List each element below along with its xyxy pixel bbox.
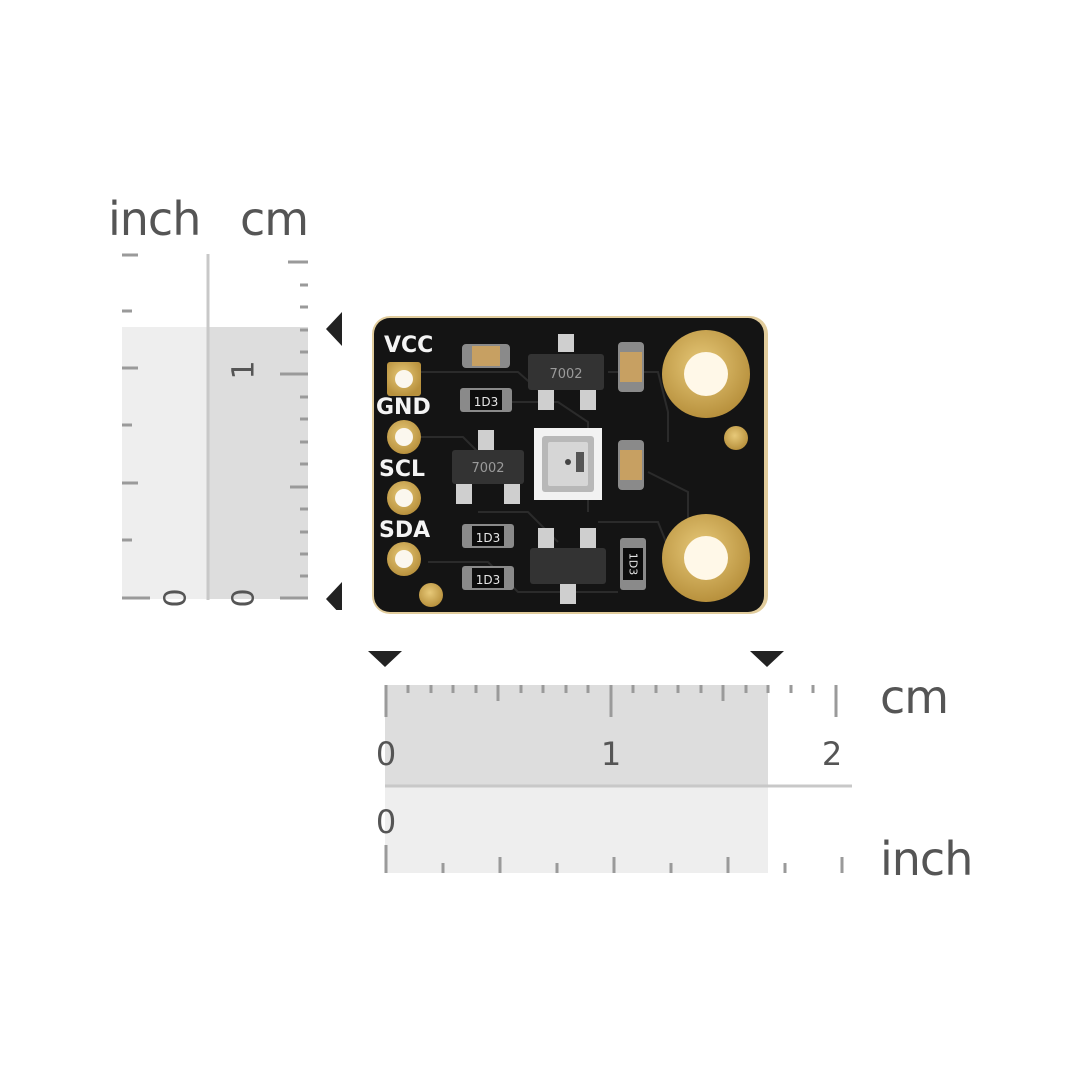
svg-text:7002: 7002 xyxy=(549,367,582,382)
capacitor-top-left xyxy=(462,344,510,368)
vertical-inch-label: inch xyxy=(108,192,201,246)
horizontal-cm-label: cm xyxy=(880,670,949,724)
vertical-bottom-arrow xyxy=(326,582,342,610)
horizontal-right-arrow xyxy=(750,651,784,667)
vertical-cm-shade xyxy=(208,327,308,599)
svg-text:1D3: 1D3 xyxy=(476,531,501,545)
sensor-chip xyxy=(534,428,602,500)
pin-header xyxy=(387,362,421,576)
horizontal-cm-shade xyxy=(385,685,768,785)
vertical-inch-shade xyxy=(122,327,208,599)
svg-text:1D3: 1D3 xyxy=(627,553,640,575)
horizontal-inch-zero: 0 xyxy=(376,803,396,841)
svg-text:1D3: 1D3 xyxy=(474,395,499,409)
horizontal-left-arrow xyxy=(368,651,402,667)
horizontal-cm-tick-0: 0 xyxy=(376,735,396,773)
svg-text:1D3: 1D3 xyxy=(476,573,501,587)
capacitor-top-right xyxy=(618,342,644,392)
horizontal-inch-shade xyxy=(385,787,768,873)
resistor-r4: 1D3 xyxy=(462,566,514,590)
horizontal-cm-tick-2: 2 xyxy=(822,735,842,773)
mounting-hole-top xyxy=(662,330,750,418)
vertical-cm-ticks xyxy=(280,260,308,600)
vertical-ruler: 0 0 1 xyxy=(122,253,342,610)
resistor-r3: 1D3 xyxy=(620,538,646,590)
transistor-q2: 7002 xyxy=(452,430,524,504)
horizontal-cm-ticks xyxy=(384,685,838,717)
horizontal-ruler: 0 1 2 0 xyxy=(368,651,852,873)
vertical-cm-label: cm xyxy=(240,192,309,246)
vertical-cm-one: 1 xyxy=(227,360,262,379)
pin-label-sda: SDA xyxy=(379,518,430,543)
sensor-board: VCC GND SCL SDA 1D3 7002 xyxy=(372,316,768,614)
resistor-r2: 1D3 xyxy=(462,524,514,548)
mounting-hole-bottom xyxy=(662,514,750,602)
vertical-cm-zero: 0 xyxy=(227,588,262,607)
pin-label-scl: SCL xyxy=(379,457,425,482)
vertical-inch-zero: 0 xyxy=(159,588,194,607)
horizontal-inch-label: inch xyxy=(880,832,973,886)
vertical-inch-ticks xyxy=(122,253,150,600)
svg-text:7002: 7002 xyxy=(471,461,504,476)
fiducial-right xyxy=(724,426,748,450)
fiducial-bottom-left xyxy=(419,583,443,607)
pin-label-gnd: GND xyxy=(376,395,431,420)
pin-label-vcc: VCC xyxy=(384,333,433,358)
transistor-q1: 7002 xyxy=(528,334,604,410)
transistor-q3 xyxy=(530,528,606,604)
resistor-r1: 1D3 xyxy=(460,388,512,412)
horizontal-cm-tick-1: 1 xyxy=(601,735,621,773)
vertical-top-arrow xyxy=(326,312,342,346)
horizontal-inch-ticks xyxy=(384,845,844,873)
capacitor-mid-right xyxy=(618,440,644,490)
